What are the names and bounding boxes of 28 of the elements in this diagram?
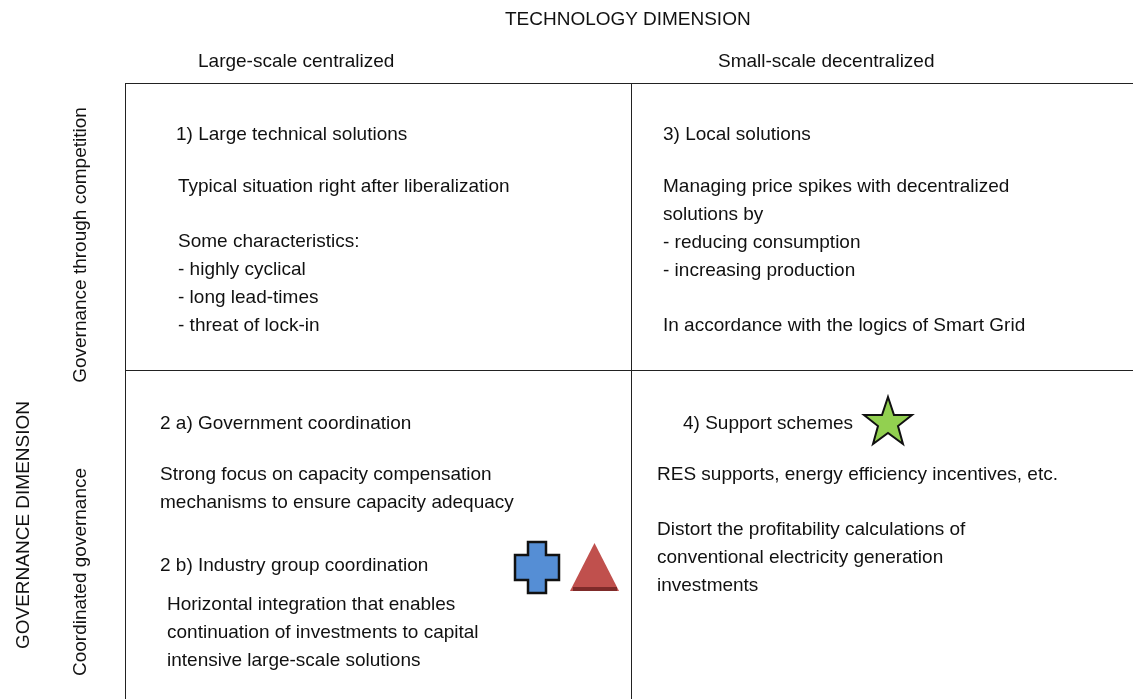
column-header: Large-scale centralized [198,50,395,72]
list-item: - reducing consumption [663,230,862,254]
list-item: - long lead-times [178,285,320,309]
description-text: Typical situation right after liberalization [178,174,511,198]
description-text: RES supports, energy efficiency incentives, etc. [657,462,1059,486]
description-text: Distort the profitability calculations of conventional electricity generation investments [657,517,967,597]
description-text: Managing price spikes with decentralized solutions by [663,174,1011,226]
quadrant-heading: 3) Local solutions [663,122,812,146]
list-item: - increasing production [663,258,857,282]
axis-title: GOVERNANCE DIMENSION [12,400,35,650]
list-item: - highly cyclical [178,257,307,281]
list-heading: Some characteristics: [178,229,361,253]
quadrant-heading: 2 b) Industry group coordination [160,553,430,577]
description-text: Strong focus on capacity compensation mechanisms to ensure capacity adequacy [160,462,515,514]
row-header: Coordinated governance [69,467,92,677]
quadrant-cell [631,83,1133,370]
axis-title: TECHNOLOGY DIMENSION [505,8,751,30]
description-text: Horizontal integration that enables continuation of investments to capital intensive large-scale solutions [167,592,480,672]
quadrant-cell [631,370,1133,699]
list-item: - threat of lock-in [178,313,321,337]
quadrant-cell [125,83,631,370]
quadrant-heading: 2 a) Government coordination [160,411,413,435]
quadrant-heading: 1) Large technical solutions [176,122,409,146]
quadrant-cell [125,370,631,699]
column-header: Small-scale decentralized [718,50,935,72]
quadrant-heading: 4) Support schemes [683,411,855,435]
note-text: In accordance with the logics of Smart Grid [663,313,1027,337]
row-header: Governance through competition [68,107,91,383]
